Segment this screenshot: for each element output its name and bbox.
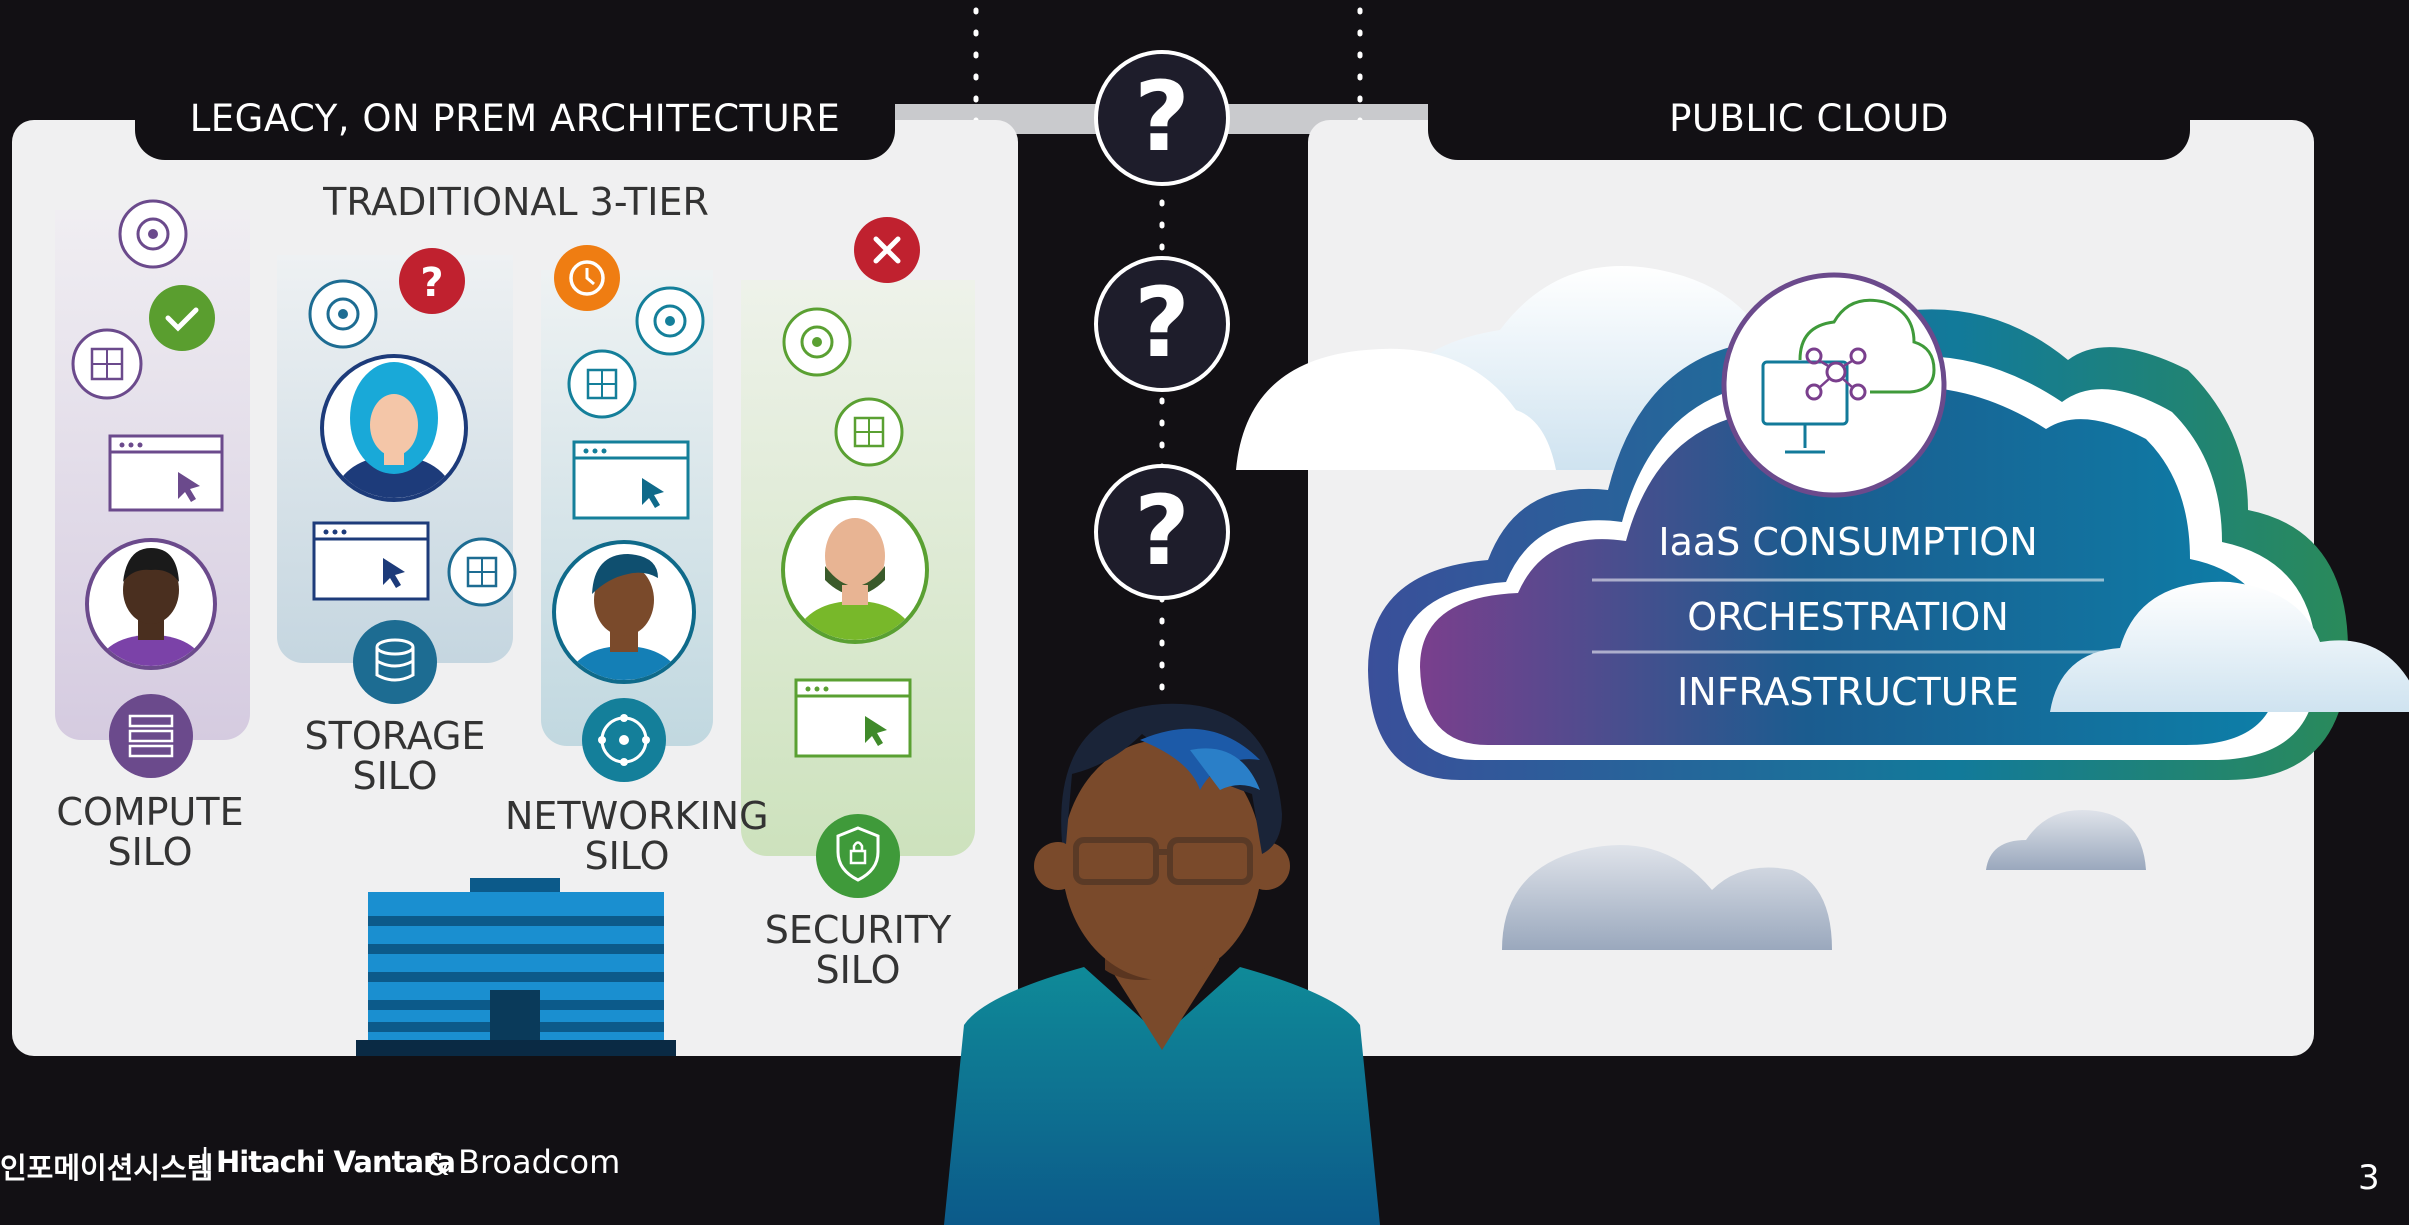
cloud-layer-orchestration: ORCHESTRATION (1687, 595, 2009, 639)
footer-brand-broadcom: Broadcom (458, 1143, 621, 1181)
security-silo-graphics (781, 217, 929, 898)
cloud-layer-infrastructure: INFRASTRUCTURE (1677, 670, 2019, 714)
question-mark-2: ? (1134, 267, 1190, 379)
legacy-tab-title: LEGACY, ON PREM ARCHITECTURE (135, 90, 895, 160)
storage-silo-graphics: ? (308, 248, 517, 704)
svg-text:?: ? (420, 260, 443, 306)
compute-silo-graphics (71, 199, 224, 778)
question-mark-3: ? (1134, 475, 1190, 587)
footer-company-korean: 인포메이션시스템 (0, 1151, 214, 1185)
compute-silo-label: COMPUTE SILO (56, 790, 244, 874)
traditional-subtitle: TRADITIONAL 3-TIER (323, 180, 709, 224)
security-silo-label: SECURITY SILO (764, 908, 952, 992)
cloud-layer-iaas: IaaS CONSUMPTION (1658, 520, 2038, 564)
datacenter-building-icon (356, 878, 676, 1056)
public-cloud-tab-title: PUBLIC CLOUD (1428, 90, 2190, 160)
footer-ampersand: & (426, 1148, 450, 1183)
question-mark-1: ? (1134, 61, 1190, 173)
footer-separator: | (200, 1143, 211, 1178)
networking-silo-label: NETWORKING SILO (505, 794, 769, 878)
page-number: 3 (2358, 1158, 2380, 1198)
storage-silo-label: STORAGE SILO (304, 714, 486, 798)
networking-silo-graphics (552, 245, 705, 782)
footer-brand-hitachi-vantara: Hitachi Vantara (216, 1145, 456, 1179)
